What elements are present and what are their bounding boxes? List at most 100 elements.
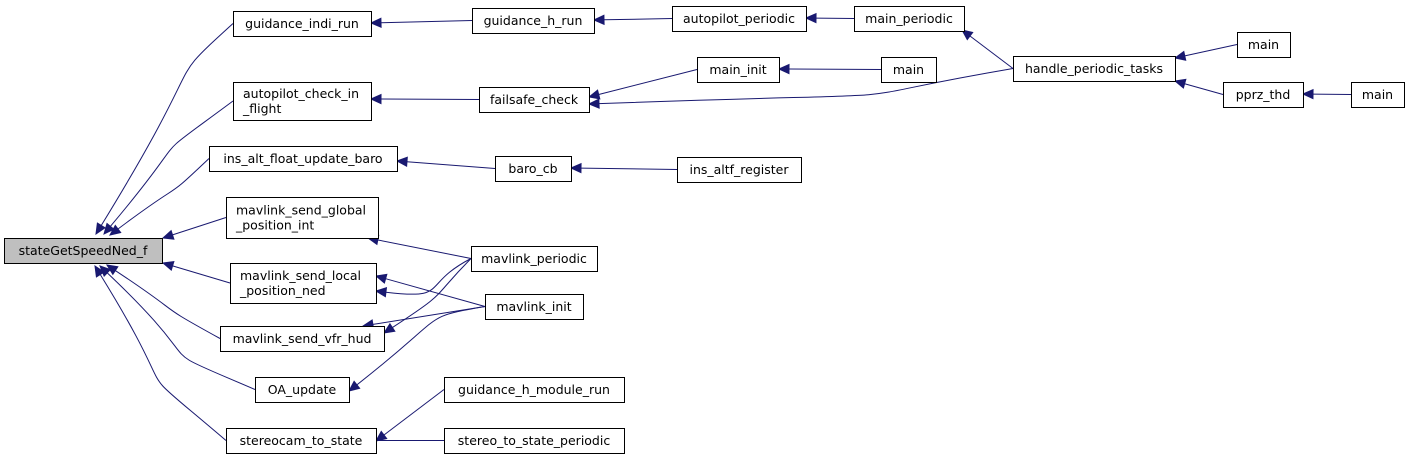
node-label: guidance_h_module_run xyxy=(458,382,610,397)
node-box xyxy=(226,197,379,239)
arrowhead-icon xyxy=(103,222,115,235)
node-autopilot_check_in_flight[interactable]: autopilot_check_in_flight xyxy=(233,82,372,121)
node-mavlink_periodic[interactable]: mavlink_periodic xyxy=(471,246,598,272)
edge-guidance_indi_run-to-stateGetSpeedNed_f xyxy=(95,23,234,236)
node-box xyxy=(672,6,807,32)
edge-ins_altf_register-to-baro_cb xyxy=(569,162,678,174)
node-box xyxy=(233,11,372,37)
node-box xyxy=(226,428,377,454)
node-guidance_indi_run[interactable]: guidance_indi_run xyxy=(233,11,372,37)
node-label: guidance_indi_run xyxy=(245,16,359,31)
edge-line xyxy=(100,23,234,226)
arrowhead-icon xyxy=(1301,88,1314,100)
edge-mavlink_send_local_position_ned-to-stateGetSpeedNed_f xyxy=(161,260,231,284)
edge-line xyxy=(580,167,678,170)
arrowhead-icon xyxy=(369,17,382,29)
edge-line xyxy=(1184,44,1238,57)
node-ins_alt_float_update_baro[interactable]: ins_alt_float_update_baro xyxy=(209,146,398,172)
node-label: ins_alt_float_update_baro xyxy=(223,151,382,166)
node-box xyxy=(444,428,625,454)
edge-handle_periodic_tasks-to-main_periodic xyxy=(961,29,1014,69)
edge-baro_cb-to-ins_alt_float_update_baro xyxy=(395,156,496,169)
node-stereocam_to_state[interactable]: stereocam_to_state xyxy=(226,428,377,454)
edge-autopilot_check_in_flight-to-stateGetSpeedNed_f xyxy=(103,100,234,235)
node-failsafe_check[interactable]: failsafe_check xyxy=(479,87,590,113)
edge-guidance_h_module_run-to-OA_update xyxy=(375,389,445,442)
node-box xyxy=(1013,56,1176,82)
edge-layer xyxy=(94,12,1352,446)
node-label: baro_cb xyxy=(508,161,557,176)
arrowhead-icon xyxy=(109,224,122,236)
node-main_2[interactable]: main xyxy=(1351,82,1405,108)
arrowhead-icon xyxy=(804,12,817,24)
node-main_init[interactable]: main_init xyxy=(697,57,780,83)
edge-line xyxy=(110,100,234,227)
arrowhead-icon xyxy=(569,162,582,174)
node-label: autopilot_check_in xyxy=(243,86,359,101)
node-label: main_init xyxy=(709,62,766,77)
node-box xyxy=(479,87,590,113)
edge-line xyxy=(598,68,1014,105)
node-guidance_h_run[interactable]: guidance_h_run xyxy=(472,8,595,34)
arrowhead-icon xyxy=(348,380,361,392)
edge-line xyxy=(385,258,472,295)
node-baro_cb[interactable]: baro_cb xyxy=(495,156,572,182)
node-label: handle_periodic_tasks xyxy=(1025,61,1163,76)
edge-pprz_thd-to-handle_periodic_tasks xyxy=(1173,78,1224,95)
node-label: guidance_h_run xyxy=(484,13,583,28)
node-pprz_thd[interactable]: pprz_thd xyxy=(1223,82,1304,108)
arrowhead-icon xyxy=(777,63,790,75)
node-box xyxy=(230,263,377,304)
node-box xyxy=(495,156,572,182)
edge-handle_periodic_tasks-to-failsafe_check xyxy=(587,68,1014,109)
node-mavlink_send_global_position_int[interactable]: mavlink_send_global_position_int xyxy=(226,197,379,239)
edge-main_2-to-pprz_thd xyxy=(1301,88,1352,100)
edge-line xyxy=(392,258,472,328)
node-box xyxy=(881,57,937,83)
node-handle_periodic_tasks[interactable]: handle_periodic_tasks xyxy=(1013,56,1176,82)
node-box xyxy=(854,6,965,32)
arrowhead-icon xyxy=(374,273,388,284)
arrowhead-icon xyxy=(587,89,601,100)
node-label: main_periodic xyxy=(865,11,953,26)
node-main_3[interactable]: main xyxy=(881,57,937,83)
node-main_1[interactable]: main xyxy=(1237,32,1291,58)
node-mavlink_init[interactable]: mavlink_init xyxy=(485,294,584,320)
edge-line xyxy=(172,217,227,236)
arrowhead-icon xyxy=(94,264,106,278)
node-box xyxy=(255,377,350,403)
arrowhead-icon xyxy=(587,98,600,109)
arrowhead-icon xyxy=(161,260,175,272)
node-box xyxy=(1223,82,1304,108)
node-label: OA_update xyxy=(268,382,337,397)
node-stereo_to_state_periodic[interactable]: stereo_to_state_periodic xyxy=(444,428,625,454)
arrowhead-icon xyxy=(374,287,388,298)
node-mavlink_send_vfr_hud[interactable]: mavlink_send_vfr_hud xyxy=(220,326,385,352)
arrowhead-icon xyxy=(382,322,396,334)
node-label: mavlink_init xyxy=(496,299,571,314)
edge-line xyxy=(99,274,227,441)
node-label: ins_altf_register xyxy=(689,162,789,177)
node-label: mavlink_send_local xyxy=(240,268,361,283)
arrowhead-icon xyxy=(375,430,388,442)
node-label: _flight xyxy=(242,101,281,116)
edge-mavlink_periodic-to-mavlink_send_global_position_int xyxy=(366,234,472,259)
edge-failsafe_check-to-autopilot_check_in_flight xyxy=(369,93,480,105)
node-stateGetSpeedNed_f[interactable]: stateGetSpeedNed_f xyxy=(4,238,163,264)
node-main_periodic[interactable]: main_periodic xyxy=(854,6,965,32)
edge-line xyxy=(406,161,496,169)
node-OA_update[interactable]: OA_update xyxy=(255,377,350,403)
node-ins_altf_register[interactable]: ins_altf_register xyxy=(677,157,802,183)
node-autopilot_periodic[interactable]: autopilot_periodic xyxy=(672,6,807,32)
node-label: mavlink_periodic xyxy=(481,251,587,266)
node-label: _position_int xyxy=(235,218,314,233)
node-guidance_h_module_run[interactable]: guidance_h_module_run xyxy=(444,377,625,403)
arrowhead-icon xyxy=(1173,50,1187,61)
node-mavlink_send_local_position_ned[interactable]: mavlink_send_local_position_ned xyxy=(230,263,377,304)
edge-line xyxy=(598,69,698,96)
node-label: main xyxy=(1248,37,1279,52)
edge-ins_alt_float_update_baro-to-stateGetSpeedNed_f xyxy=(109,158,210,236)
edge-line xyxy=(383,389,445,436)
